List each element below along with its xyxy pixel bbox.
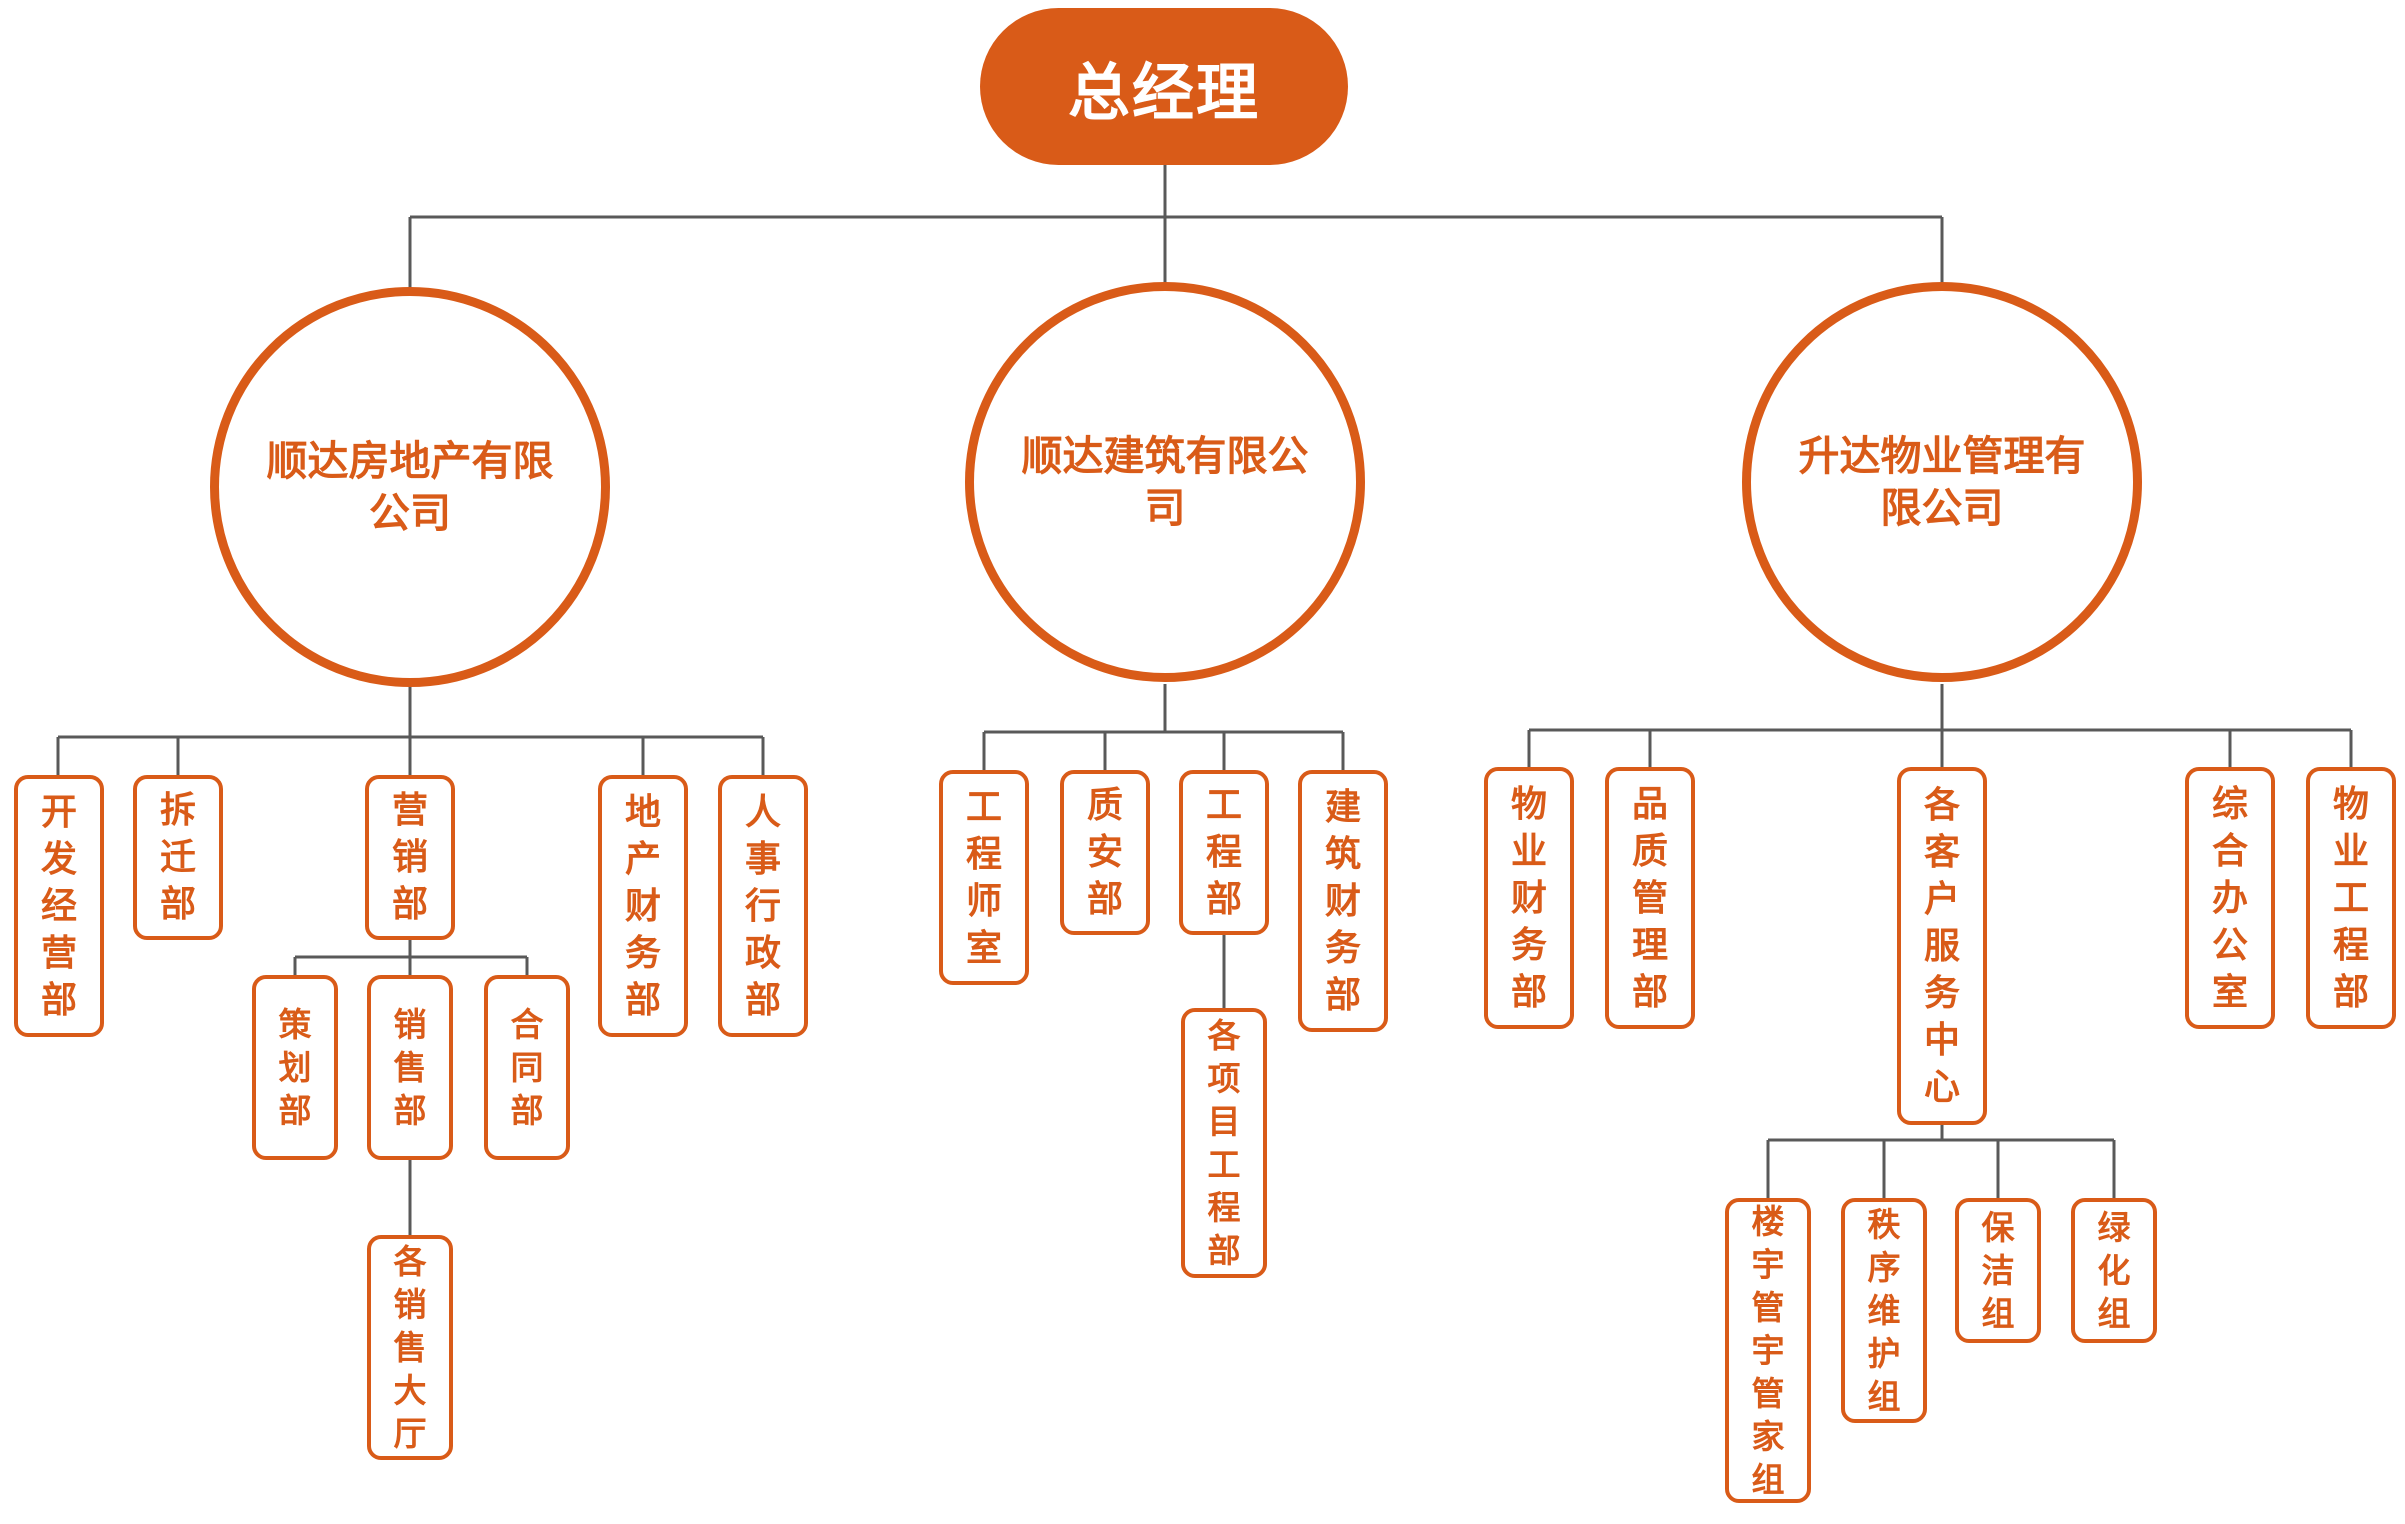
dept-property-engineering-label: 物业工程部 [2332,783,2369,1013]
connector-property [1527,684,2353,767]
dept-project-engineering: 各项目工程部 [1181,1008,1267,1278]
dept-office-label: 综合办公室 [2211,783,2248,1013]
dept-service-center-label: 各客户服务中心 [1923,784,1960,1108]
dept-quality-management: 品质管理部 [1605,767,1695,1029]
dept-contract: 合同部 [484,975,570,1160]
dept-office: 综合办公室 [2185,767,2275,1029]
connector-construction [982,684,1345,770]
dept-demolition-label: 拆迁部 [159,790,196,925]
dept-engineering-label: 工程部 [1205,785,1242,920]
dept-hr: 人事行政部 [718,775,808,1037]
dept-engineers: 工程师室 [939,770,1029,985]
group-order-maintenance: 秩序维护组 [1841,1198,1927,1423]
dept-realestate-finance-label: 地产财务部 [624,791,661,1021]
dept-property-finance-label: 物业财务部 [1510,783,1547,1013]
group-greening: 绿化组 [2071,1198,2157,1343]
dept-engineers-label: 工程师室 [965,786,1002,969]
general-manager-label: 总经理 [1067,55,1260,129]
dept-sales-label: 销售部 [393,1005,427,1130]
dept-marketing-label: 营销部 [391,790,428,925]
dept-service-center: 各客户服务中心 [1897,767,1987,1125]
connector-marketing [293,940,529,975]
dept-hr-label: 人事行政部 [744,791,781,1021]
dept-quality-safety-label: 质安部 [1086,785,1123,920]
connector-root [408,165,1944,290]
dept-marketing: 营销部 [365,775,455,940]
dept-contract-label: 合同部 [510,1005,544,1130]
company-property: 升达物业管理有限公司 [1742,282,2142,682]
dept-planning: 策划部 [252,975,338,1160]
company-construction: 顺达建筑有限公司 [965,282,1365,682]
dept-dev-label: 开发经营部 [40,791,77,1021]
dept-construction-finance-label: 建筑财务部 [1324,786,1361,1016]
group-cleaning-label: 保洁组 [1981,1208,2015,1333]
dept-planning-label: 策划部 [278,1005,312,1130]
dept-quality-management-label: 品质管理部 [1631,783,1668,1013]
connector-realestate [56,684,765,775]
dept-dev: 开发经营部 [14,775,104,1037]
dept-quality-safety: 质安部 [1060,770,1150,935]
dept-sales: 销售部 [367,975,453,1160]
dept-property-finance: 物业财务部 [1484,767,1574,1029]
company-property-label: 升达物业管理有限公司 [1798,432,2086,532]
company-realestate-label: 顺达房地产有限公司 [266,437,554,537]
general-manager-node: 总经理 [980,8,1348,165]
dept-construction-finance: 建筑财务部 [1298,770,1388,1032]
dept-sales-halls: 各销售大厅 [367,1235,453,1460]
dept-engineering: 工程部 [1179,770,1269,935]
company-realestate: 顺达房地产有限公司 [210,287,610,687]
dept-property-engineering: 物业工程部 [2306,767,2396,1029]
dept-sales-halls-label: 各销售大厅 [393,1242,427,1453]
connector-service [1766,1125,2116,1198]
group-greening-label: 绿化组 [2097,1208,2131,1333]
dept-demolition: 拆迁部 [133,775,223,940]
dept-project-engineering-label: 各项目工程部 [1207,1016,1241,1270]
dept-realestate-finance: 地产财务部 [598,775,688,1037]
group-order-maintenance-label: 秩序维护组 [1867,1205,1901,1416]
company-construction-label: 顺达建筑有限公司 [1021,432,1309,532]
group-building-steward: 楼宇管宇管家组 [1725,1198,1811,1503]
group-cleaning: 保洁组 [1955,1198,2041,1343]
group-building-steward-label: 楼宇管宇管家组 [1751,1202,1785,1499]
